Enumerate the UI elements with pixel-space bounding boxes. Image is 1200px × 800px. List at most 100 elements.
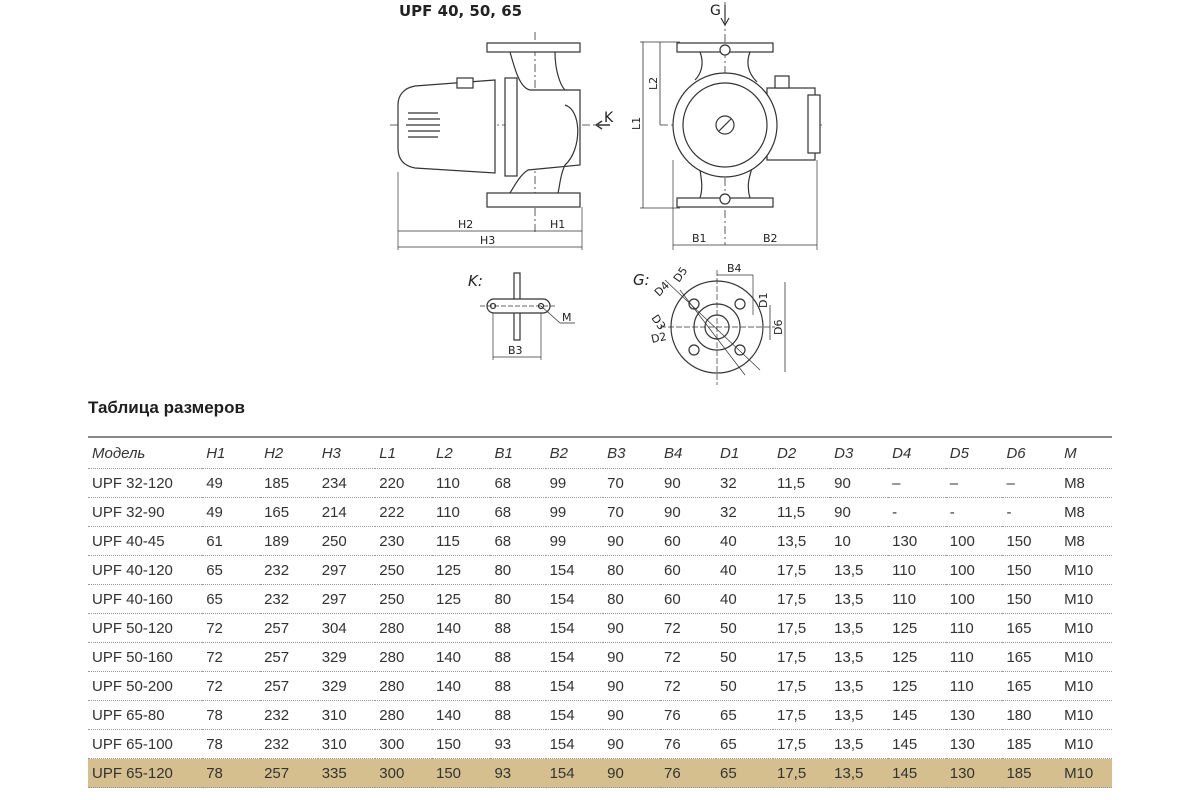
dimension-cell: 300 [379,764,405,782]
dimension-cell: 110 [892,590,917,608]
model-cell: UPF 50-200 [92,677,173,695]
dimension-cell: 335 [321,764,347,782]
dimension-cell: 125 [892,648,918,666]
dimension-cell: 13,5 [834,590,864,608]
dimension-cell: 180 [1006,706,1032,724]
dimension-cell: 154 [549,648,575,666]
model-cell: UPF 40-45 [92,532,165,550]
dimension-cell: M10 [1064,735,1094,753]
dimension-cell: 65 [720,706,737,724]
dimension-cell: 70 [607,503,624,521]
dimension-cell: 310 [321,706,347,724]
dimension-cell: 130 [949,764,975,782]
dimension-cell: 32 [720,474,737,492]
dimension-cell: 110 [435,474,460,492]
dimension-cell: 150 [1006,590,1032,608]
dimension-cell: 32 [720,503,737,521]
pump-side-view: K H2 H1 H3 [390,32,614,250]
dimension-cell: 300 [379,735,405,753]
dimension-cell: 165 [1006,619,1032,637]
column-header: B3 [607,444,626,462]
dimension-cell: 76 [664,735,681,753]
dimension-cell: 145 [892,735,918,753]
dimension-cell: – [892,474,901,492]
dimension-cell: 304 [321,619,347,637]
dimension-cell: 13,5 [834,735,864,753]
dimension-cell: 60 [664,561,681,579]
dimension-cell: 165 [1006,677,1032,695]
dimension-cell: 88 [494,619,512,637]
column-header: D5 [949,444,969,462]
label-d4: D4 [652,279,672,299]
dimension-cell: 185 [264,474,290,492]
dimension-cell: 100 [949,532,975,550]
dimension-cell: M10 [1064,590,1094,608]
dimension-cell: 13,5 [834,619,864,637]
dimension-cell: 80 [607,590,624,608]
dimension-cell: 90 [607,677,624,695]
column-header: D1 [720,444,740,462]
label-b4: B4 [727,262,742,275]
dimension-cell: 17,5 [777,648,807,666]
dimension-cell: 110 [949,648,974,666]
dimension-cell: 72 [664,619,681,637]
dimension-cell: 310 [321,735,347,753]
dimension-cell: M10 [1064,764,1094,782]
dimension-cell: 17,5 [777,561,807,579]
dimension-cell: 185 [1006,764,1032,782]
dimension-cell: 297 [321,590,347,608]
column-header: H1 [206,444,226,462]
dimension-cell: 99 [549,503,567,521]
dimension-cell: 110 [892,561,917,579]
dimension-cell: 49 [206,503,223,521]
dimension-cell: M10 [1064,561,1094,579]
dimension-cell: 130 [949,706,975,724]
dimension-cell: 125 [892,677,918,695]
dimension-cell: 214 [321,503,347,521]
dimension-cell: 125 [435,561,462,579]
dimension-cell: M10 [1064,648,1094,666]
dimension-cell: 76 [664,764,681,782]
dimension-cell: 90 [607,706,624,724]
dimension-cell: 13,5 [777,532,807,550]
dimension-cell: 17,5 [777,677,807,695]
column-header: D3 [834,444,854,462]
dimension-cell: 154 [549,590,575,608]
dimension-cell: 60 [664,532,681,550]
dimension-cell: 40 [720,590,737,608]
model-cell: UPF 50-160 [92,648,173,666]
column-header: D4 [892,444,912,462]
column-header: L1 [379,444,396,462]
dimension-cell: 10 [834,532,851,550]
column-header: H3 [321,444,341,462]
dimension-cell: 140 [435,706,462,724]
dimension-cell: 88 [494,648,512,666]
label-d1: D1 [757,293,770,308]
dimension-cell: 154 [549,764,575,782]
dimension-cell: 329 [321,648,347,666]
dimension-cell: 50 [720,619,737,637]
column-header: L2 [435,444,453,462]
dimension-cell: 93 [494,764,512,782]
column-header: D6 [1006,444,1026,462]
column-header: B4 [664,444,683,462]
dimension-cell: 250 [379,590,405,608]
dimension-cell: 257 [264,677,290,695]
dimension-cell: 68 [494,503,512,521]
model-cell: UPF 50-120 [92,619,173,637]
dimension-cell: 50 [720,677,737,695]
dimension-cell: 17,5 [777,590,807,608]
dimension-cell: 150 [1006,532,1032,550]
dimension-cell: 115 [435,532,460,550]
label-b1: B1 [692,232,707,245]
dimension-cell: 17,5 [777,735,807,753]
dimension-cell: 65 [720,735,737,753]
dimension-cell: 150 [1006,561,1032,579]
